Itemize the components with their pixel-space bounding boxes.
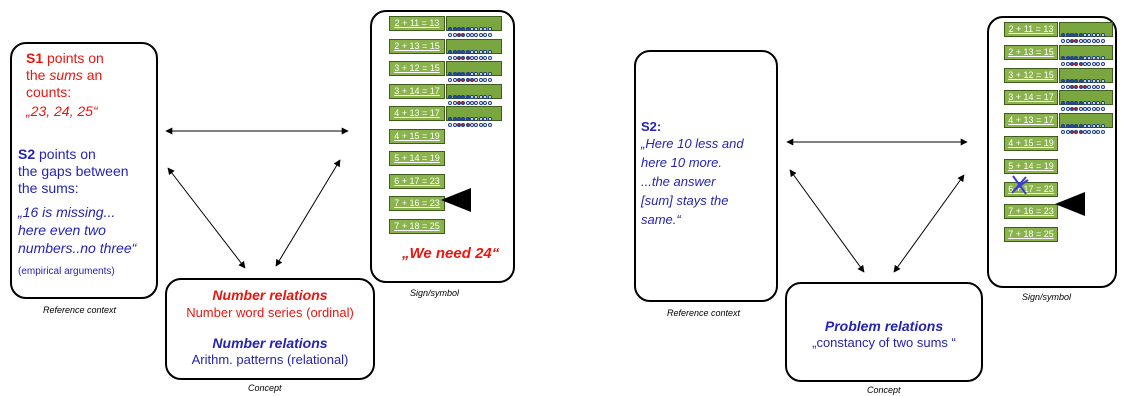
equation-text: 2 + 11 = 13 <box>1008 24 1054 34</box>
bead-rack <box>1059 22 1113 43</box>
equation-text: 2 + 13 = 15 <box>394 40 440 51</box>
left-s2-quote: „16 is missing... <box>18 204 116 220</box>
equation-text: 4 + 13 = 17 <box>1008 115 1054 126</box>
equation-text: 2 + 11 = 13 <box>394 18 440 28</box>
equation-row: 7 + 18 = 25 <box>389 218 445 234</box>
equation-text: 5 + 14 = 19 <box>394 153 440 163</box>
bead-rack <box>1059 113 1113 135</box>
equation-row: 7 + 16 = 23 <box>389 196 445 211</box>
equation-text: 7 + 16 = 23 <box>394 198 440 208</box>
left-arrow-sign-concept <box>275 159 341 267</box>
right-concept-title: Problem relations <box>824 318 944 334</box>
bead-rack <box>1059 90 1113 112</box>
left-s2-note: (empirical arguments) <box>18 266 115 277</box>
right-arrow-sign-concept <box>893 174 965 273</box>
left-s1-text: S1 points on <box>26 50 104 66</box>
equation-row: 4 + 15 = 19 <box>389 128 445 144</box>
equation-text: 4 + 15 = 19 <box>1008 138 1054 148</box>
right-s2-label: S2: <box>641 119 662 134</box>
bead-rack <box>446 106 502 127</box>
bead-rack <box>446 83 502 105</box>
equation-row: 2 + 13 = 15 <box>1004 44 1058 60</box>
equation-row: 2 + 13 = 15 <box>389 38 445 54</box>
equation-text: 7 + 18 = 25 <box>1008 229 1054 240</box>
left-s1-quote: „23, 24, 25“ <box>26 103 98 119</box>
equation-text: 4 + 13 = 17 <box>394 108 440 118</box>
right-sheet-scribble <box>1011 175 1029 195</box>
equation-text: 3 + 12 = 15 <box>394 63 440 73</box>
equation-row: 4 + 15 = 19 <box>1004 136 1058 151</box>
bead-rack <box>446 61 502 82</box>
right-arrow-reference-concept <box>789 169 865 273</box>
equation-text: 3 + 12 = 15 <box>1008 69 1054 80</box>
left-sign-quote: „We need 24“ <box>402 245 500 262</box>
equation-row: 6 + 17 = 23 <box>389 173 445 189</box>
right-reference-context-box <box>634 50 778 302</box>
equation-text: 2 + 13 = 15 <box>1008 46 1054 57</box>
equation-text: 7 + 18 = 25 <box>394 220 440 231</box>
right-sign-box <box>987 16 1117 288</box>
equation-row: 5 + 14 = 19 <box>1004 158 1058 174</box>
equation-text: 6 + 17 = 23 <box>394 175 440 186</box>
left-sign-caption: Sign/symbol <box>410 288 460 298</box>
left-concept-title-1: Number relations <box>212 287 328 303</box>
equation-row: 3 + 14 = 17 <box>389 83 445 99</box>
bead-rack <box>446 16 502 37</box>
equation-row: 2 + 11 = 13 <box>389 16 445 31</box>
left-concept-caption: Concept <box>248 383 282 393</box>
right-concept-sub: „constancy of two sums “ <box>812 335 956 350</box>
equation-row: 5 + 14 = 19 <box>389 151 445 166</box>
equation-row: 7 + 18 = 25 <box>1004 227 1058 243</box>
equation-row: 3 + 12 = 15 <box>389 61 445 76</box>
equation-text: 5 + 14 = 19 <box>1008 160 1054 171</box>
bead-rack <box>1059 44 1113 66</box>
equation-row: 3 + 14 = 17 <box>1004 90 1058 106</box>
equation-text: 3 + 14 = 17 <box>394 85 440 96</box>
bead-rack <box>1059 67 1113 89</box>
equation-row: 7 + 16 = 23 <box>1004 204 1058 220</box>
right-reference-caption: Reference context <box>667 308 741 318</box>
left-reference-context-box <box>10 42 158 299</box>
left-s2-text: S2 points on <box>18 146 96 162</box>
left-arrow-reference-concept <box>167 167 246 269</box>
bead-rack <box>446 38 502 60</box>
equation-row: 2 + 11 = 13 <box>1004 22 1058 37</box>
equation-text: 7 + 16 = 23 <box>1008 206 1054 217</box>
equation-row: 4 + 13 = 17 <box>1004 113 1058 129</box>
equation-row: 3 + 12 = 15 <box>1004 67 1058 83</box>
right-concept-caption: Concept <box>867 385 901 395</box>
equation-text: 6 + 17 = 23 <box>1008 183 1054 194</box>
equation-text: 4 + 15 = 19 <box>394 130 440 141</box>
left-reference-caption: Reference context <box>43 305 117 315</box>
equation-row: 4 + 13 = 17 <box>389 106 445 121</box>
left-concept-sub-1: Number word series (ordinal) <box>186 305 354 320</box>
left-concept-sub-2: Arithm. patterns (relational) <box>191 352 349 367</box>
right-sign-caption: Sign/symbol <box>1022 292 1072 302</box>
left-concept-title-2: Number relations <box>212 335 328 351</box>
right-concept-box <box>785 282 983 382</box>
left-concept-box <box>165 278 375 380</box>
equation-text: 3 + 14 = 17 <box>1008 92 1054 103</box>
